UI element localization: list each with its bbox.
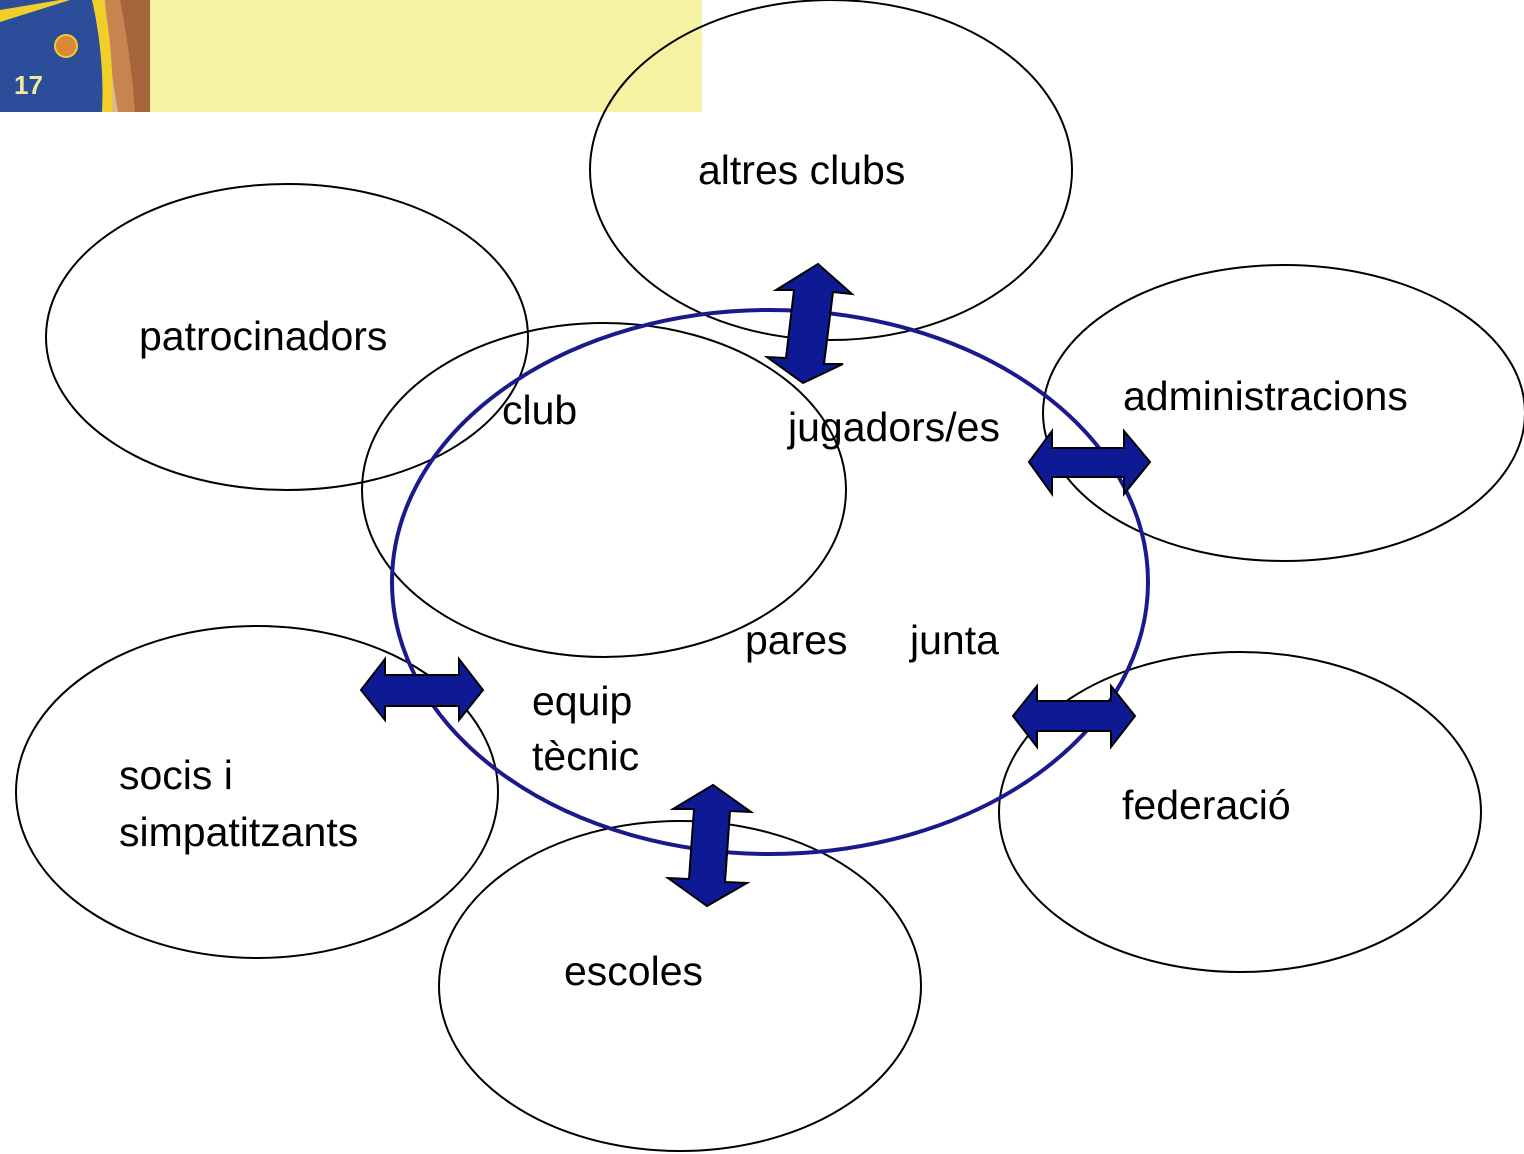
label-socis-line2: simpatitzants	[119, 809, 358, 855]
ellipse-federacio	[998, 651, 1482, 973]
player-photo: 17	[0, 0, 150, 112]
label-junta: junta	[909, 617, 999, 663]
label-club: club	[502, 387, 577, 433]
arrow-altres-clubs	[763, 262, 856, 385]
arrow-escoles	[664, 783, 755, 908]
label-altres-clubs: altres clubs	[698, 147, 905, 193]
label-equip: equip	[532, 678, 632, 724]
arrow-socis	[359, 656, 485, 723]
arrow-administracions	[1027, 427, 1152, 498]
label-administracions: administracions	[1123, 373, 1408, 419]
label-socis-line1: socis i	[119, 752, 233, 798]
svg-text:17: 17	[14, 70, 43, 100]
ellipse-patrocinadors	[45, 183, 529, 491]
label-escoles: escoles	[564, 948, 703, 994]
ellipse-socis	[15, 625, 499, 959]
arrow-federacio	[1011, 683, 1137, 750]
central-ring	[390, 308, 1150, 856]
ellipse-administracions	[1042, 264, 1524, 562]
label-pares: pares	[745, 617, 848, 663]
label-jugadors: jugadors/es	[787, 404, 1000, 450]
label-patrocinadors: patrocinadors	[139, 313, 387, 359]
ellipse-escoles	[438, 820, 922, 1152]
label-tecnic: tècnic	[532, 733, 639, 779]
ellipse-club	[361, 322, 847, 658]
label-federacio: federació	[1122, 782, 1291, 828]
ellipse-altres-clubs	[589, 0, 1073, 341]
